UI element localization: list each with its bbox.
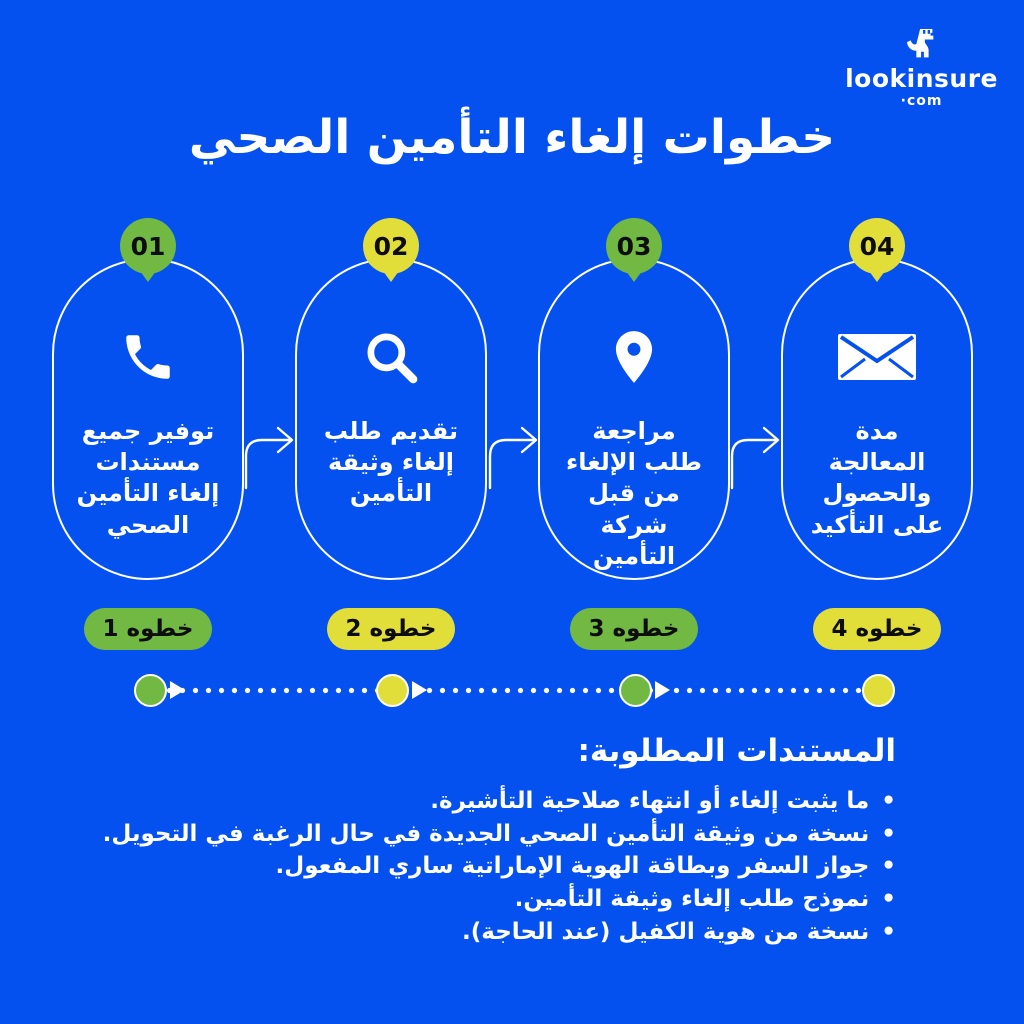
location-pin-icon — [603, 324, 665, 390]
timeline-arrow-icon — [170, 681, 185, 699]
timeline-arrow-icon — [655, 681, 670, 699]
mascot-icon — [906, 29, 933, 58]
step-label: مدة المعالجة والحصول على التأكيد — [810, 417, 944, 539]
step-number-badge: 01 — [120, 218, 176, 274]
step-label: توفير جميع مستندات إلغاء التأمين الصحي — [76, 417, 220, 539]
document-item: جواز السفر وبطاقة الهوية الإماراتية ساري… — [103, 850, 896, 883]
brand-logo: lookinsure ·com — [845, 28, 998, 109]
flow-arrow-icon — [488, 426, 538, 490]
document-item: نموذج طلب إلغاء وثيقة التأمين. — [103, 883, 896, 916]
step-card: 03 مراجعة طلب الإلغاء من قبل شركة التأمي… — [538, 218, 730, 580]
timeline-dot — [134, 674, 167, 707]
step-label: تقديم طلب إلغاء وثيقة التأمين — [323, 417, 459, 508]
step-capsule: مدة المعالجة والحصول على التأكيد — [781, 258, 973, 580]
step-label: مراجعة طلب الإلغاء من قبل شركة التأمين — [565, 417, 703, 570]
timeline — [0, 670, 1024, 710]
page-title: خطوات إلغاء التأمين الصحي — [188, 110, 836, 165]
step-number-badge: 02 — [363, 218, 419, 274]
flow-arrow-icon — [244, 426, 294, 490]
search-icon — [360, 324, 422, 390]
step-pills-row: خطوه 1 خطوه 2 خطوه 3 خطوه 4 — [52, 608, 972, 650]
steps-row: 01 توفير جميع مستندات إلغاء التأمين الصح… — [52, 218, 973, 580]
documents-section: المستندات المطلوبة: ما يثبت إلغاء أو انت… — [103, 733, 896, 948]
step-capsule: مراجعة طلب الإلغاء من قبل شركة التأمين — [538, 258, 730, 580]
timeline-dot — [619, 674, 652, 707]
document-item: ما يثبت إلغاء أو انتهاء صلاحية التأشيرة. — [103, 785, 896, 818]
timeline-arrow-icon — [412, 681, 427, 699]
documents-list: ما يثبت إلغاء أو انتهاء صلاحية التأشيرة.… — [103, 785, 896, 948]
envelope-icon — [837, 324, 917, 390]
documents-heading: المستندات المطلوبة: — [577, 733, 896, 769]
timeline-dotted-line — [150, 687, 878, 694]
step-number-badge: 03 — [606, 218, 662, 274]
step-card: 01 توفير جميع مستندات إلغاء التأمين الصح… — [52, 218, 244, 580]
flow-arrow-icon — [730, 426, 780, 490]
brand-domain: ·com — [900, 93, 943, 110]
timeline-dot — [862, 674, 895, 707]
step-capsule: توفير جميع مستندات إلغاء التأمين الصحي — [52, 258, 244, 580]
step-pill: خطوه 1 — [84, 608, 212, 650]
brand-name: lookinsure — [845, 64, 998, 93]
step-card: 02 تقديم طلب إلغاء وثيقة التأمين — [295, 218, 487, 580]
step-pill: خطوه 2 — [327, 608, 455, 650]
step-pill: خطوه 3 — [570, 608, 698, 650]
document-item: نسخة من وثيقة التأمين الصحي الجديدة في ح… — [103, 818, 896, 851]
step-capsule: تقديم طلب إلغاء وثيقة التأمين — [295, 258, 487, 580]
phone-icon — [119, 324, 177, 390]
step-card: 04 مدة المعالجة والحصول على التأكيد — [781, 218, 973, 580]
document-item: نسخة من هوية الكفيل (عند الحاجة). — [103, 916, 896, 949]
timeline-dot — [376, 674, 409, 707]
step-number-badge: 04 — [849, 218, 905, 274]
step-pill: خطوه 4 — [813, 608, 941, 650]
